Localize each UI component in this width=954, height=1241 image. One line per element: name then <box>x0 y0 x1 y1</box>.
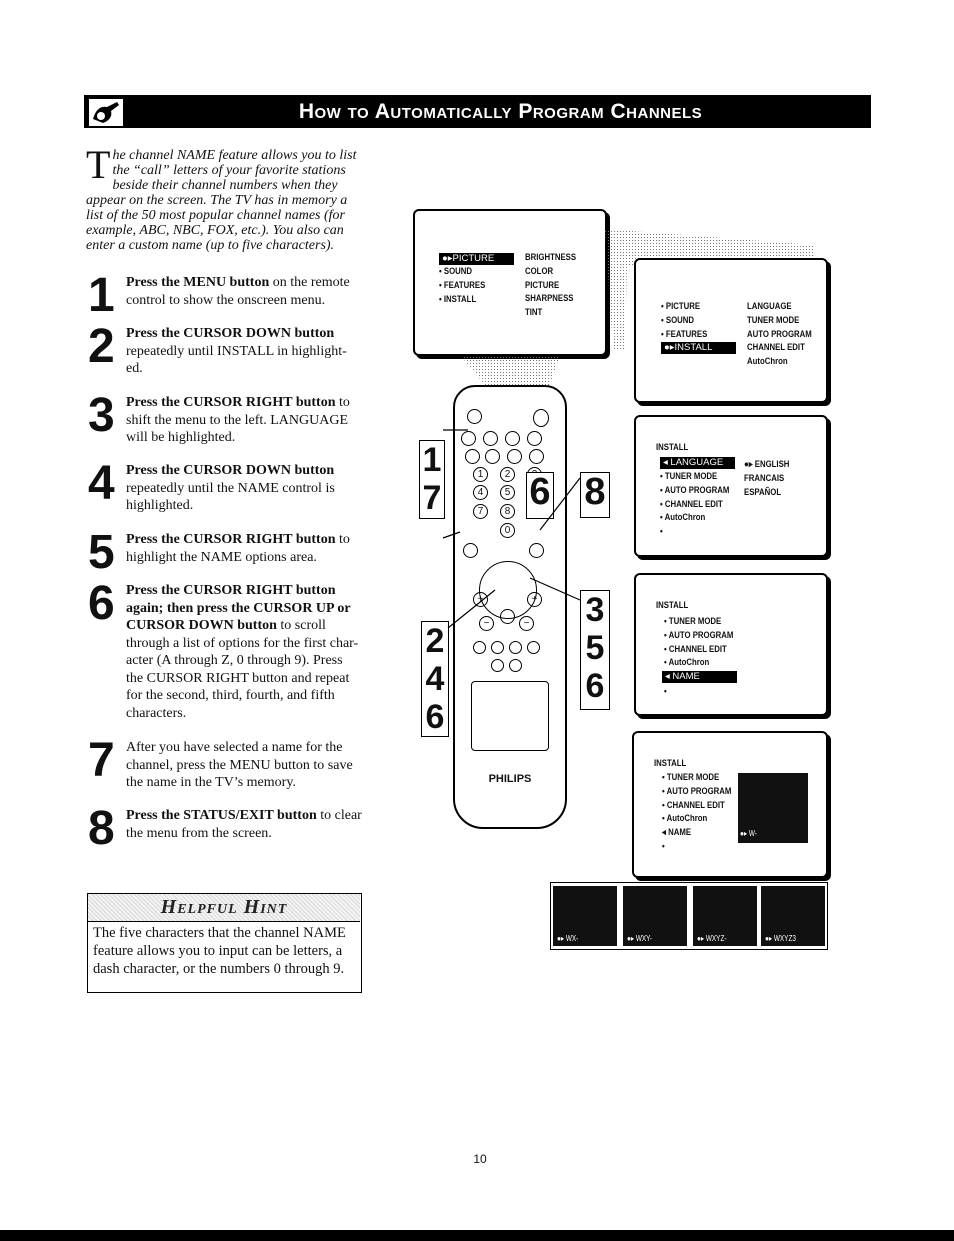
record-button[interactable] <box>509 659 522 672</box>
digit-0-button[interactable]: 0 <box>500 523 515 538</box>
callout-step-8: 8 <box>580 472 610 518</box>
digit-7-button[interactable]: 7 <box>473 504 488 519</box>
step-text: Press the MENU button on the remote cont… <box>126 275 350 308</box>
helpful-hint-box <box>87 893 362 993</box>
step-text: Press the CURSOR DOWN button repeatedly … <box>126 463 335 513</box>
menu-right-list: LANGUAGE TUNER MODE AUTO PROGRAM CHANNEL… <box>747 301 812 368</box>
callout-steps-2-4-6: 2 4 6 <box>421 621 449 737</box>
step-number: 2 <box>88 320 115 373</box>
rewind-button[interactable] <box>473 641 486 654</box>
menu-highlight: ◂ LANGUAGE <box>660 457 735 469</box>
menu-screen-name-entry: INSTALL • TUNER MODE • AUTO PROGRAM • CH… <box>632 731 828 878</box>
digit-8-button[interactable]: 8 <box>500 504 515 519</box>
play-button[interactable] <box>509 641 522 654</box>
digit-1-button[interactable]: 1 <box>473 467 488 482</box>
menu-screen-language: INSTALL ◂ LANGUAGE • TUNER MODE • AUTO P… <box>634 415 828 557</box>
channel-down-button[interactable]: − <box>519 616 534 631</box>
thumbnail: ●▸ WXYZ3 <box>761 886 825 946</box>
callout-steps-1-7: 1 7 <box>419 440 445 519</box>
callout-step-6: 6 <box>526 472 554 519</box>
menu-right-list: ●▸ ENGLISH FRANCAIS ESPAÑOL <box>744 459 790 498</box>
page-title: How to Automatically Program Channels <box>298 100 703 123</box>
menu-left-list: • TUNER MODE • AUTO PROGRAM • CHANNEL ED… <box>664 616 734 669</box>
step-number: 3 <box>88 389 115 442</box>
step-number: 7 <box>88 734 115 787</box>
step-text: After you have selected a name for the c… <box>126 740 353 790</box>
remote-lower-panel <box>471 681 549 751</box>
clock-button[interactable] <box>527 431 542 446</box>
step-text: Press the CURSOR RIGHT button to highlig… <box>126 532 350 565</box>
tvvcr-button[interactable] <box>529 449 544 464</box>
name-preview-panel <box>738 773 808 843</box>
hint-text: The five characters that the channel NAM… <box>93 925 346 977</box>
sleep-button[interactable] <box>467 409 482 424</box>
program-list-button[interactable] <box>507 449 522 464</box>
stop-button[interactable] <box>491 641 504 654</box>
tv-button[interactable] <box>461 431 476 446</box>
menu-title: INSTALL <box>654 758 687 769</box>
step-text: Press the CURSOR RIGHT button to shift t… <box>126 395 350 445</box>
footer-bar <box>0 1230 954 1241</box>
channel-up-button[interactable]: + <box>527 592 542 607</box>
digit-2-button[interactable]: 2 <box>500 467 515 482</box>
step-number: 8 <box>88 802 115 855</box>
menu-left-list: • PICTURE • SOUND • FEATURES <box>661 301 708 340</box>
remote-control: 1 2 3 4 5 7 8 0 + + − − PHILIPS <box>453 385 567 829</box>
remote-hand-icon <box>88 98 124 127</box>
step-text: Press the CURSOR RIGHT button again; the… <box>126 583 359 721</box>
thumbnail: ●▸ WXY- <box>623 886 687 946</box>
forward-button[interactable] <box>527 641 540 654</box>
menu-button[interactable] <box>463 543 478 558</box>
intro-text: he channel NAME feature allows you to li… <box>86 148 357 253</box>
digit-4-button[interactable]: 4 <box>473 485 488 500</box>
thumbnail: ●▸ WX- <box>553 886 617 946</box>
page-number: 10 <box>473 1152 487 1166</box>
step-number: 1 <box>88 269 115 322</box>
menu-highlight: ●▸PICTURE <box>439 253 514 265</box>
step-number: 4 <box>88 457 115 510</box>
menu-left-list: • SOUND • FEATURES • INSTALL <box>439 266 486 305</box>
menu-highlight: ◂ NAME <box>662 671 737 683</box>
hint-header-band <box>88 894 360 922</box>
menu-screen-install: • PICTURE • SOUND • FEATURES ●▸INSTALL L… <box>634 258 828 403</box>
mute-button[interactable] <box>500 609 515 624</box>
pause-button[interactable] <box>491 659 504 672</box>
step-text: Press the CURSOR DOWN button repeatedly … <box>126 326 347 376</box>
menu-title: INSTALL <box>656 600 689 611</box>
step-number: 5 <box>88 526 115 579</box>
menu-screen-picture: ●▸PICTURE • SOUND • FEATURES • INSTALL B… <box>413 209 607 356</box>
drop-cap: T <box>86 142 111 187</box>
callout-steps-3-5-6: 3 5 6 <box>580 590 610 710</box>
volume-down-button[interactable]: − <box>479 616 494 631</box>
surf-button[interactable] <box>485 449 500 464</box>
step-text: Press the STATUS/EXIT button to clear th… <box>126 808 362 841</box>
menu-foot: • <box>664 686 667 697</box>
menu-left-list: • TUNER MODE • AUTO PROGRAM • CHANNEL ED… <box>660 471 730 538</box>
menu-title: INSTALL <box>656 442 689 453</box>
menu-highlight: ●▸INSTALL <box>661 342 736 354</box>
name-entry-value: ●▸ W- <box>740 829 757 838</box>
step-number: 6 <box>88 577 115 630</box>
power-button[interactable] <box>533 409 549 427</box>
cc-button[interactable] <box>465 449 480 464</box>
menu-left-list: • TUNER MODE • AUTO PROGRAM • CHANNEL ED… <box>662 772 732 852</box>
brand-label: PHILIPS <box>488 773 532 785</box>
thumbnail: ●▸ WXYZ- <box>693 886 757 946</box>
hint-title: Helpful Hint <box>160 896 288 918</box>
av-button[interactable] <box>483 431 498 446</box>
section-header-bar <box>84 95 871 128</box>
active-control-button[interactable] <box>505 431 520 446</box>
callout-leader-lines <box>442 429 581 629</box>
digit-5-button[interactable]: 5 <box>500 485 515 500</box>
volume-up-button[interactable]: + <box>473 592 488 607</box>
menu-right-list: BRIGHTNESS COLOR PICTURE SHARPNESS TINT <box>525 252 577 319</box>
menu-screen-name: INSTALL • TUNER MODE • AUTO PROGRAM • CH… <box>634 573 828 716</box>
exit-button[interactable] <box>529 543 544 558</box>
